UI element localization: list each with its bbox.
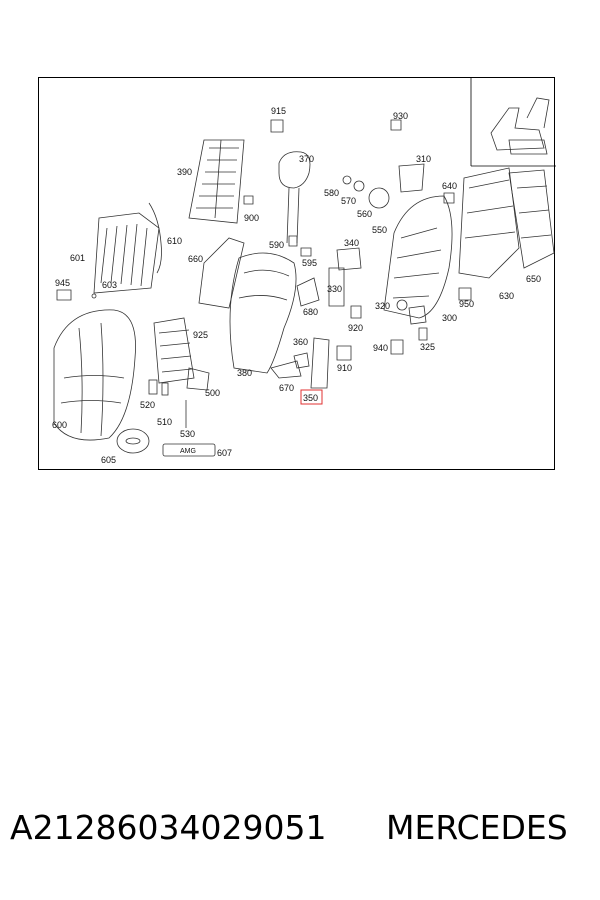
callout-325: 325 — [420, 342, 435, 352]
backrest-panel-390 — [188, 139, 245, 224]
part-640 — [443, 192, 455, 204]
callout-390: 390 — [177, 167, 192, 177]
callout-680: 680 — [303, 307, 318, 317]
backrest-foam-380 — [229, 252, 297, 374]
callout-570: 570 — [341, 196, 356, 206]
side-panel-660 — [198, 237, 245, 309]
clip-930 — [390, 119, 402, 131]
seat-cushion-600 — [53, 309, 136, 441]
part-510 — [161, 382, 169, 396]
clip-915 — [270, 119, 284, 133]
part-number: A21286034029051 — [10, 808, 327, 847]
clip-920 — [350, 305, 362, 319]
emblem-605 — [116, 428, 150, 454]
clip-910 — [336, 345, 352, 361]
callout-360: 360 — [293, 337, 308, 347]
clip-900 — [243, 195, 254, 205]
inset-seat-thumbnail — [470, 78, 556, 167]
callout-300: 300 — [442, 313, 457, 323]
callout-607: 607 — [217, 448, 232, 458]
motor-340 — [336, 247, 362, 271]
emblem-inner — [125, 437, 141, 445]
highlight-box-350 — [300, 389, 323, 405]
callout-610: 610 — [167, 236, 182, 246]
parts-diagram: 915 370 390 900 930 310 580 570 560 640 … — [38, 77, 556, 470]
callout-340: 340 — [344, 238, 359, 248]
callout-530: 530 — [180, 429, 195, 439]
callout-320: 320 — [375, 301, 390, 311]
rear-frame-650 — [508, 169, 555, 269]
callout-550: 550 — [372, 225, 387, 235]
backrest-cover-601 — [93, 212, 160, 294]
part-300 — [408, 305, 427, 325]
backrest-frame-550 — [383, 195, 453, 319]
callout-580: 580 — [324, 188, 339, 198]
callout-590: 590 — [269, 240, 284, 250]
side-cover-670 — [270, 360, 302, 379]
callout-330: 330 — [327, 284, 342, 294]
callout-380: 380 — [237, 368, 252, 378]
gear-560 — [368, 187, 390, 209]
badge-text: AMG — [180, 448, 196, 455]
callout-950: 950 — [459, 299, 474, 309]
callout-640: 640 — [442, 181, 457, 191]
knob-320 — [396, 299, 408, 311]
screw-325 — [418, 327, 428, 341]
connector-520 — [148, 379, 158, 395]
exploded-seat-diagram: 915 370 390 900 930 310 580 570 560 640 … — [52, 78, 556, 465]
callout-650: 650 — [526, 274, 541, 284]
module-310 — [398, 163, 425, 193]
callout-660: 660 — [188, 254, 203, 264]
clip-595 — [300, 247, 312, 257]
callout-500: 500 — [205, 388, 220, 398]
callout-925: 925 — [193, 330, 208, 340]
clip-950 — [458, 287, 472, 301]
callout-605: 605 — [101, 455, 116, 465]
clip-360 — [293, 352, 310, 369]
callout-945: 945 — [55, 278, 70, 288]
side-trim-350 — [310, 337, 330, 389]
clip-590 — [288, 235, 298, 247]
callout-601: 601 — [70, 253, 85, 263]
callout-670: 670 — [279, 383, 294, 393]
callout-310: 310 — [416, 154, 431, 164]
callout-930: 930 — [393, 111, 408, 121]
wire-610 — [148, 202, 162, 274]
part-info-line: A21286034029051 MERCEDES — [10, 808, 590, 858]
callout-370: 370 — [299, 154, 314, 164]
callout-630: 630 — [499, 291, 514, 301]
callout-560: 560 — [357, 209, 372, 219]
callout-595: 595 — [302, 258, 317, 268]
clip-603 — [91, 293, 97, 299]
clip-940 — [390, 339, 404, 355]
lumbar-mechanism — [153, 317, 210, 391]
callout-350: 350 — [303, 393, 318, 403]
badge-607 — [162, 443, 216, 457]
callout-520: 520 — [140, 400, 155, 410]
callout-labels: 915 370 390 900 930 310 580 570 560 640 … — [52, 106, 541, 465]
callout-510: 510 — [157, 417, 172, 427]
bolt-580 — [342, 175, 352, 185]
part-570 — [353, 180, 365, 192]
callout-910: 910 — [337, 363, 352, 373]
part-680 — [296, 277, 320, 307]
callout-915: 915 — [271, 106, 286, 116]
brand-name: MERCEDES — [386, 808, 568, 847]
callout-603: 603 — [102, 280, 117, 290]
callout-940: 940 — [373, 343, 388, 353]
headrest-370 — [278, 151, 311, 244]
callout-600: 600 — [52, 420, 67, 430]
clip-945 — [56, 289, 72, 301]
callout-920: 920 — [348, 323, 363, 333]
seat-frame-630 — [458, 167, 520, 279]
callout-900: 900 — [244, 213, 259, 223]
